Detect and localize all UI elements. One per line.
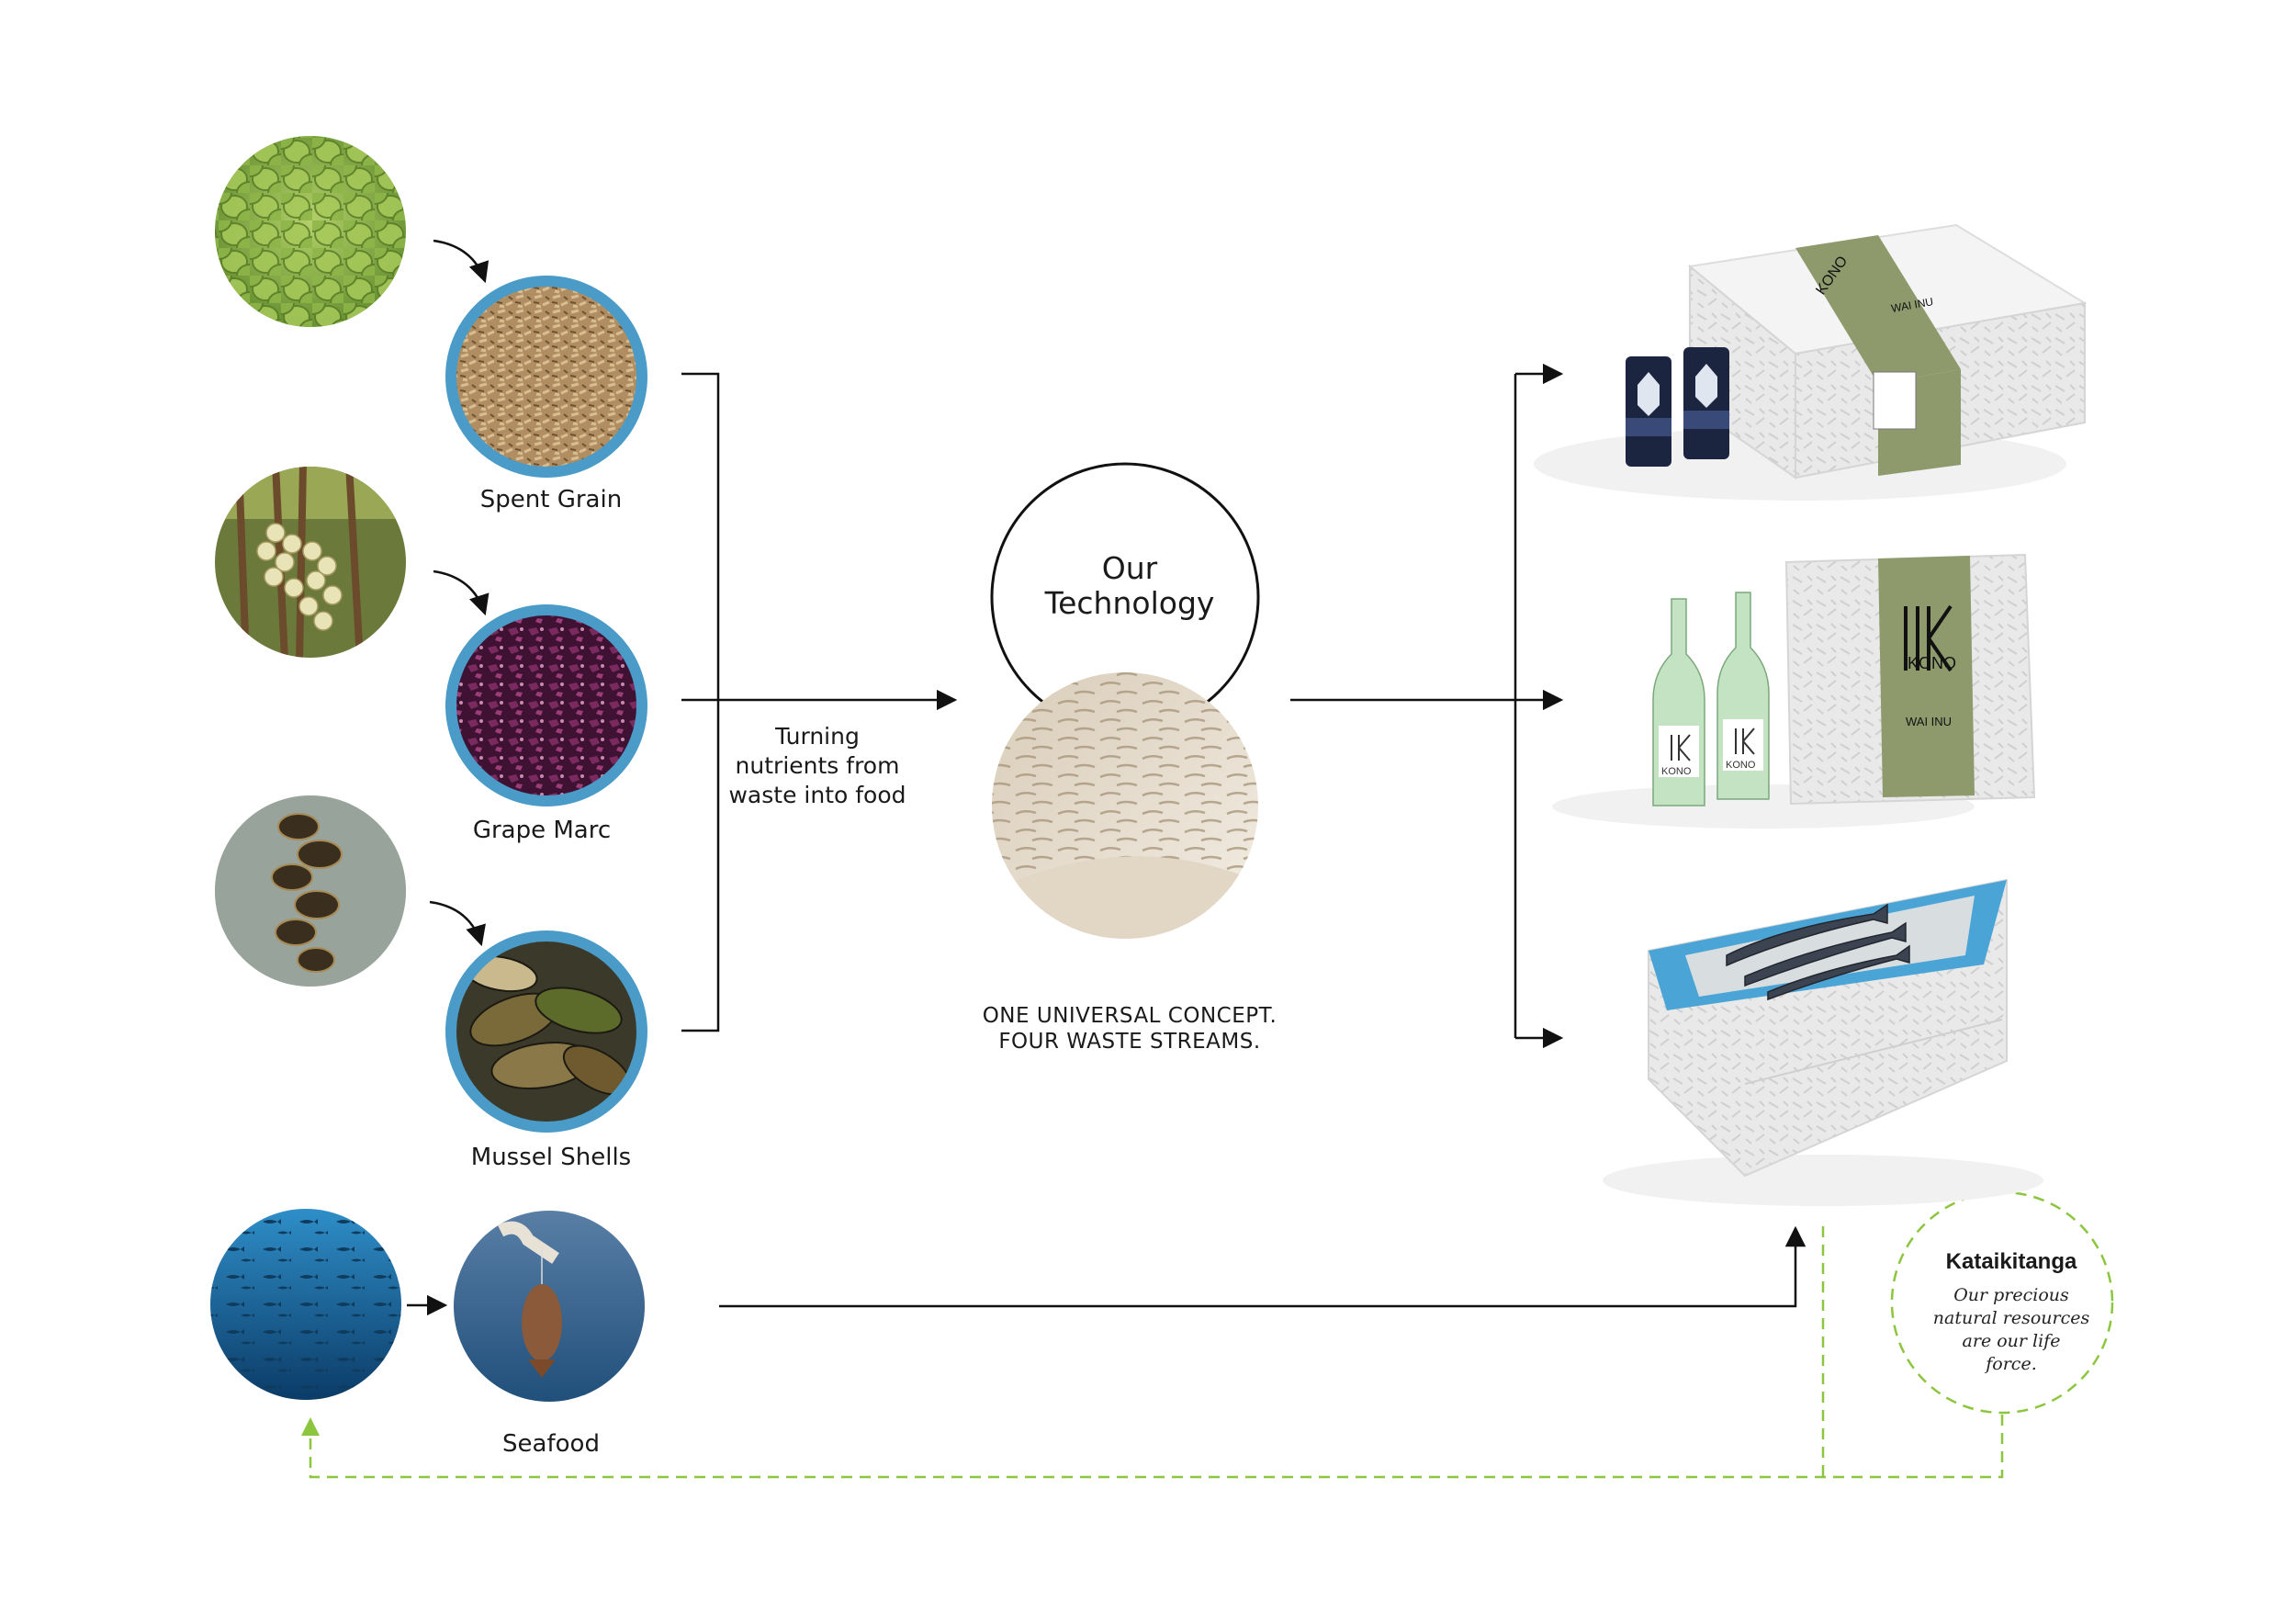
- hops-photo: [215, 136, 406, 327]
- wine-box-label-text: WAI INU: [1906, 715, 1952, 728]
- kataikitanga-line-2: natural resources: [1932, 1308, 2090, 1328]
- wine-box-brand-text: KONO: [1908, 654, 1956, 672]
- beer-packaging-product: [1534, 223, 2088, 501]
- kataikitanga-note: Kataikitanga Our precious natural resour…: [1901, 1249, 2122, 1376]
- grape-marc-label: Grape Marc: [472, 817, 612, 844]
- transform-caption: Turning nutrients from waste into food: [728, 723, 906, 808]
- kataikitanga-line-4: force.: [1986, 1354, 2037, 1374]
- regeneration-loop-dashed: [301, 1226, 2004, 1479]
- mussels-rope-photo: [215, 795, 406, 987]
- our-technology-title: Our Technology: [1044, 550, 1215, 621]
- wine-bottle-brand-1: KONO: [1661, 766, 1692, 777]
- ocean-fish-photo: [210, 1209, 401, 1400]
- seafood-catch-photo: [454, 1211, 645, 1402]
- grape-marc-photo: [445, 604, 647, 806]
- grapes-to-marc-arrow: [433, 570, 490, 616]
- wine-bottle-brand-2: KONO: [1726, 760, 1756, 771]
- spent-grain-photo: [445, 276, 647, 478]
- seafood-to-box-arrow: [719, 1225, 1806, 1308]
- technology-material-photo: [992, 672, 1258, 939]
- output-distribution-arrows: [1290, 363, 1564, 1049]
- kataikitanga-line-1: Our precious: [1953, 1285, 2069, 1305]
- waste-streams-bracket: [681, 372, 958, 1032]
- wine-packaging-product: [1552, 553, 2036, 829]
- kataikitanga-line-3: are our life: [1962, 1331, 2061, 1351]
- spent-grain-label: Spent Grain: [479, 486, 623, 513]
- mussels-to-shells-arrow: [429, 900, 486, 947]
- hops-to-grain-arrow: [433, 239, 490, 284]
- seafood-label: Seafood: [502, 1430, 600, 1458]
- seafood-packaging-product: [1603, 878, 2043, 1206]
- mussel-shells-label: Mussel Shells: [470, 1144, 632, 1171]
- kataikitanga-title: Kataikitanga: [1945, 1249, 2077, 1274]
- mussel-shells-photo: [445, 930, 647, 1133]
- concept-caption: ONE UNIVERSAL CONCEPT. FOUR WASTE STREAM…: [982, 1004, 1277, 1054]
- grapes-photo: [215, 467, 406, 658]
